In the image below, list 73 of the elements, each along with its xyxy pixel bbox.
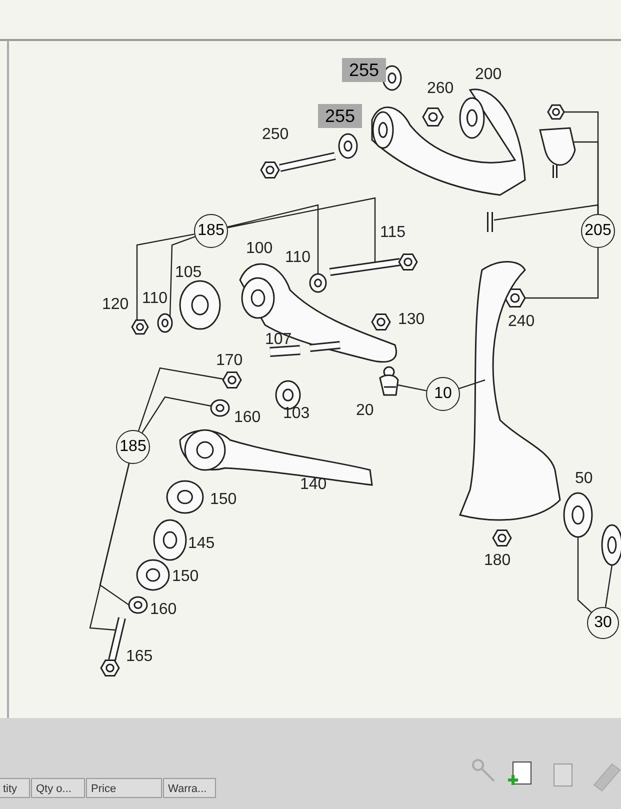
callout-number: 107 <box>265 331 292 349</box>
callout-number: 130 <box>398 311 425 329</box>
ball-joint <box>379 366 399 396</box>
bolt <box>260 152 336 179</box>
leader-line <box>89 463 130 631</box>
leader-line <box>458 379 486 390</box>
callout-number: 110 <box>285 249 311 267</box>
leader-line <box>99 463 130 606</box>
leader-line <box>398 384 426 392</box>
callout-number: 120 <box>102 296 129 314</box>
bolt <box>487 212 493 232</box>
hex-nut <box>131 319 149 335</box>
leader-line <box>138 367 224 432</box>
leader-line <box>525 248 599 299</box>
callout-number: 10 <box>426 377 460 411</box>
callout-number: 240 <box>508 313 535 331</box>
leader-line <box>227 204 319 274</box>
column-header: tity <box>0 778 30 798</box>
callout-number: 105 <box>175 264 202 282</box>
column-header: Warra... <box>163 778 216 798</box>
washer <box>309 273 327 293</box>
callout-number: 150 <box>172 568 199 586</box>
washer <box>128 596 148 614</box>
column-header: Qty o... <box>31 778 85 798</box>
bushing <box>153 519 187 561</box>
seal-ring <box>563 492 593 538</box>
callout-number: 30 <box>587 607 619 639</box>
highlighted-callout-number: 255 <box>342 58 386 82</box>
highlighted-callout-number: 255 <box>318 104 362 128</box>
bushing <box>166 480 204 514</box>
leader-line <box>142 396 212 434</box>
bolt <box>329 253 418 276</box>
leader-line <box>604 564 613 608</box>
column-header: Price <box>86 778 162 798</box>
callout-number: 185 <box>116 430 150 464</box>
hex-nut <box>422 108 444 126</box>
callout-number: 115 <box>380 224 406 242</box>
callout-number: 250 <box>262 126 289 144</box>
steering-knuckle <box>459 261 561 521</box>
callout-number: 20 <box>356 402 374 420</box>
callout-number: 150 <box>210 491 237 509</box>
hex-nut <box>547 104 565 120</box>
hex-nut <box>371 313 391 331</box>
leader-line <box>228 197 376 262</box>
callout-number: 185 <box>194 214 228 248</box>
ball-joint <box>539 127 576 178</box>
bushing <box>601 524 621 566</box>
callout-number: 110 <box>142 290 168 308</box>
callout-number: 50 <box>575 470 593 488</box>
bushing <box>179 280 221 330</box>
bolt <box>100 617 126 677</box>
washer <box>338 133 358 159</box>
callout-number: 103 <box>283 405 310 423</box>
callout-number: 180 <box>484 552 511 570</box>
callout-number: 160 <box>150 601 177 619</box>
hex-nut <box>222 371 242 389</box>
callout-number: 200 <box>475 66 502 84</box>
callout-number: 165 <box>126 648 153 666</box>
washer <box>210 399 230 417</box>
callout-number: 100 <box>246 240 273 258</box>
leader-line <box>494 204 599 221</box>
callout-number: 140 <box>300 476 327 494</box>
callout-number: 170 <box>216 352 243 370</box>
leader-line <box>169 236 196 318</box>
callout-number: 205 <box>581 214 615 248</box>
washer <box>157 313 173 333</box>
leader-line <box>577 537 592 613</box>
callout-number: 260 <box>427 80 454 98</box>
hex-nut <box>492 529 512 547</box>
bushing <box>136 559 170 591</box>
leader-line <box>136 234 194 320</box>
callout-number: 145 <box>188 535 215 553</box>
callout-number: 160 <box>234 409 261 427</box>
